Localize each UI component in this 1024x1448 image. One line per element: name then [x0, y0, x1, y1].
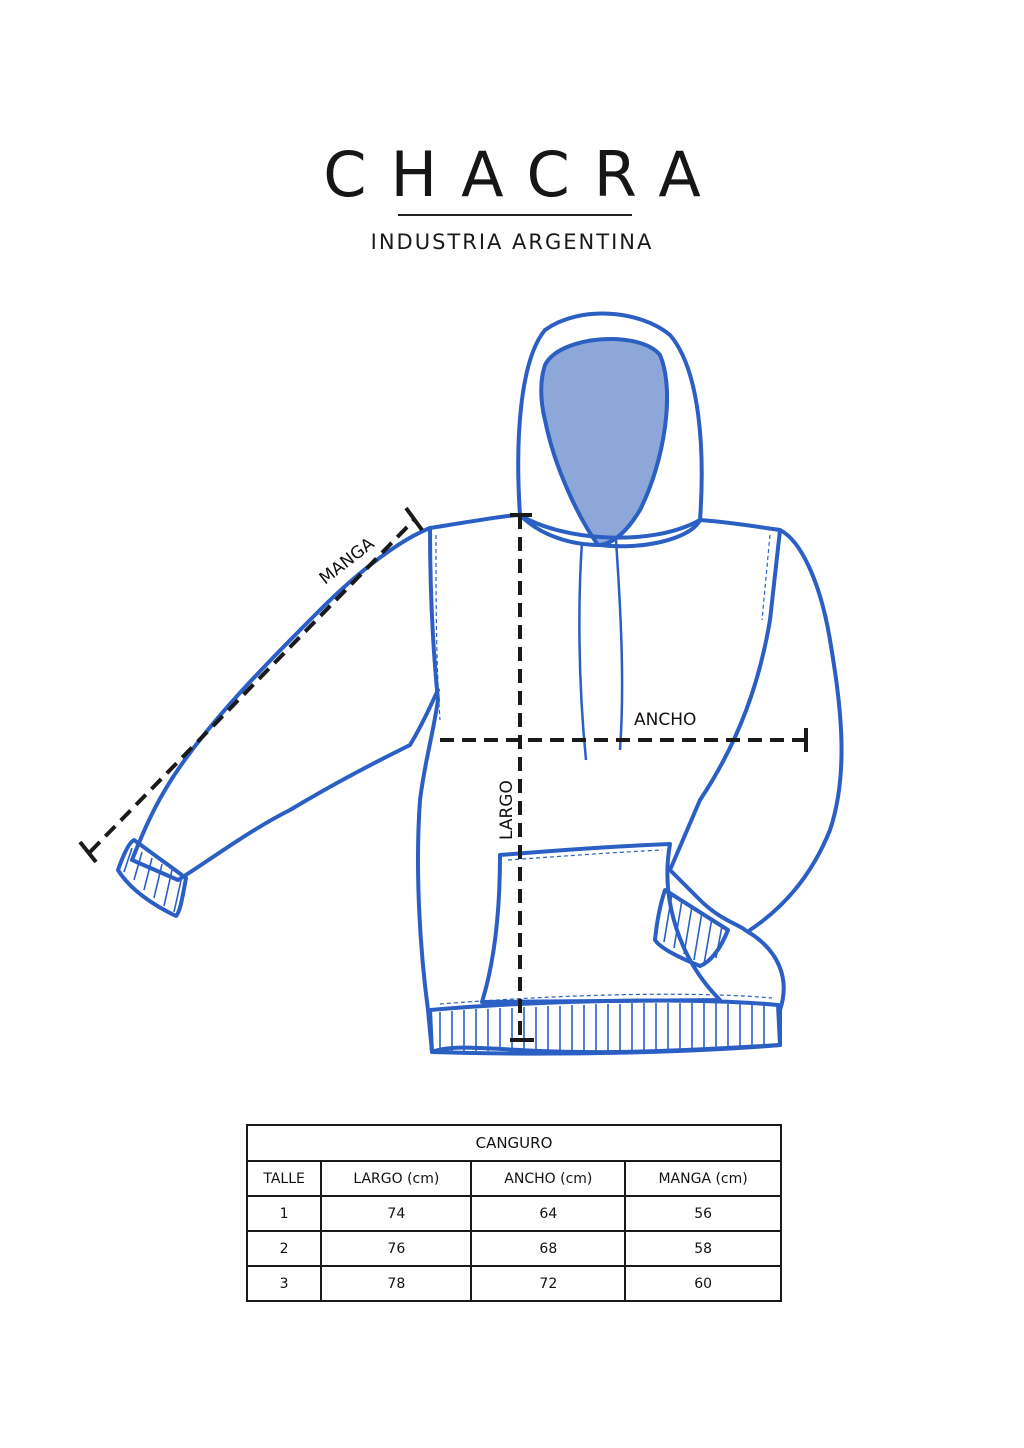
cell-sleeve: 58 [624, 1230, 782, 1267]
cell-width: 64 [470, 1195, 627, 1232]
cell-width: 68 [470, 1230, 627, 1267]
stitch-right-seam [761, 534, 771, 621]
brand-header: CHACRA [0, 138, 1024, 211]
stitch-hem [439, 993, 773, 1005]
cell-width: 72 [470, 1265, 627, 1302]
cell-size: 3 [245, 1265, 323, 1302]
header-sleeve: MANGA (cm) [624, 1160, 782, 1197]
size-chart-table: CANGURO TALLE LARGO (cm) ANCHO (cm) MANG… [245, 1124, 782, 1302]
hood-opening [539, 337, 670, 547]
table-row: 3 78 72 60 [245, 1265, 782, 1302]
stitch-left-seam [435, 534, 441, 721]
hoodie-diagram: MANGA ANCHO LARGO [78, 311, 844, 1056]
left-cuff-ribs [123, 847, 183, 913]
body-outline [416, 513, 786, 1055]
waistband-ribs [439, 1003, 765, 1052]
right-cuff-ribs [663, 893, 723, 965]
cell-length: 76 [320, 1230, 473, 1267]
cell-sleeve: 56 [624, 1195, 782, 1232]
sleeve-measure-end-a [78, 840, 98, 864]
table-row: 2 76 68 58 [245, 1230, 782, 1267]
cell-size: 1 [245, 1195, 323, 1232]
left-drawstring [578, 541, 588, 761]
cell-length: 78 [320, 1265, 473, 1302]
left-cuff [116, 838, 188, 918]
brand-divider [398, 214, 632, 216]
kangaroo-pocket [480, 842, 722, 1004]
sleeve-measure-end-b [404, 506, 424, 532]
header-width: ANCHO (cm) [470, 1160, 627, 1197]
header-size: TALLE [245, 1160, 323, 1197]
right-drawstring [614, 539, 624, 751]
brand-subtitle: INDUSTRIA ARGENTINA [370, 230, 654, 254]
cell-length: 74 [320, 1195, 473, 1232]
brand-name: CHACRA [323, 138, 725, 211]
cell-sleeve: 60 [624, 1265, 782, 1302]
length-label: LARGO [497, 780, 517, 840]
width-label: ANCHO [634, 710, 696, 730]
right-sleeve [748, 528, 844, 932]
header-length: LARGO (cm) [320, 1160, 473, 1197]
left-sleeve [130, 526, 440, 882]
table-title: CANGURO [246, 1124, 782, 1162]
sleeve-label: MANGA [316, 534, 379, 589]
table-row: 1 74 64 56 [245, 1195, 782, 1232]
sleeve-measure-line [88, 518, 416, 854]
waistband [428, 998, 782, 1056]
cell-size: 2 [245, 1230, 323, 1267]
